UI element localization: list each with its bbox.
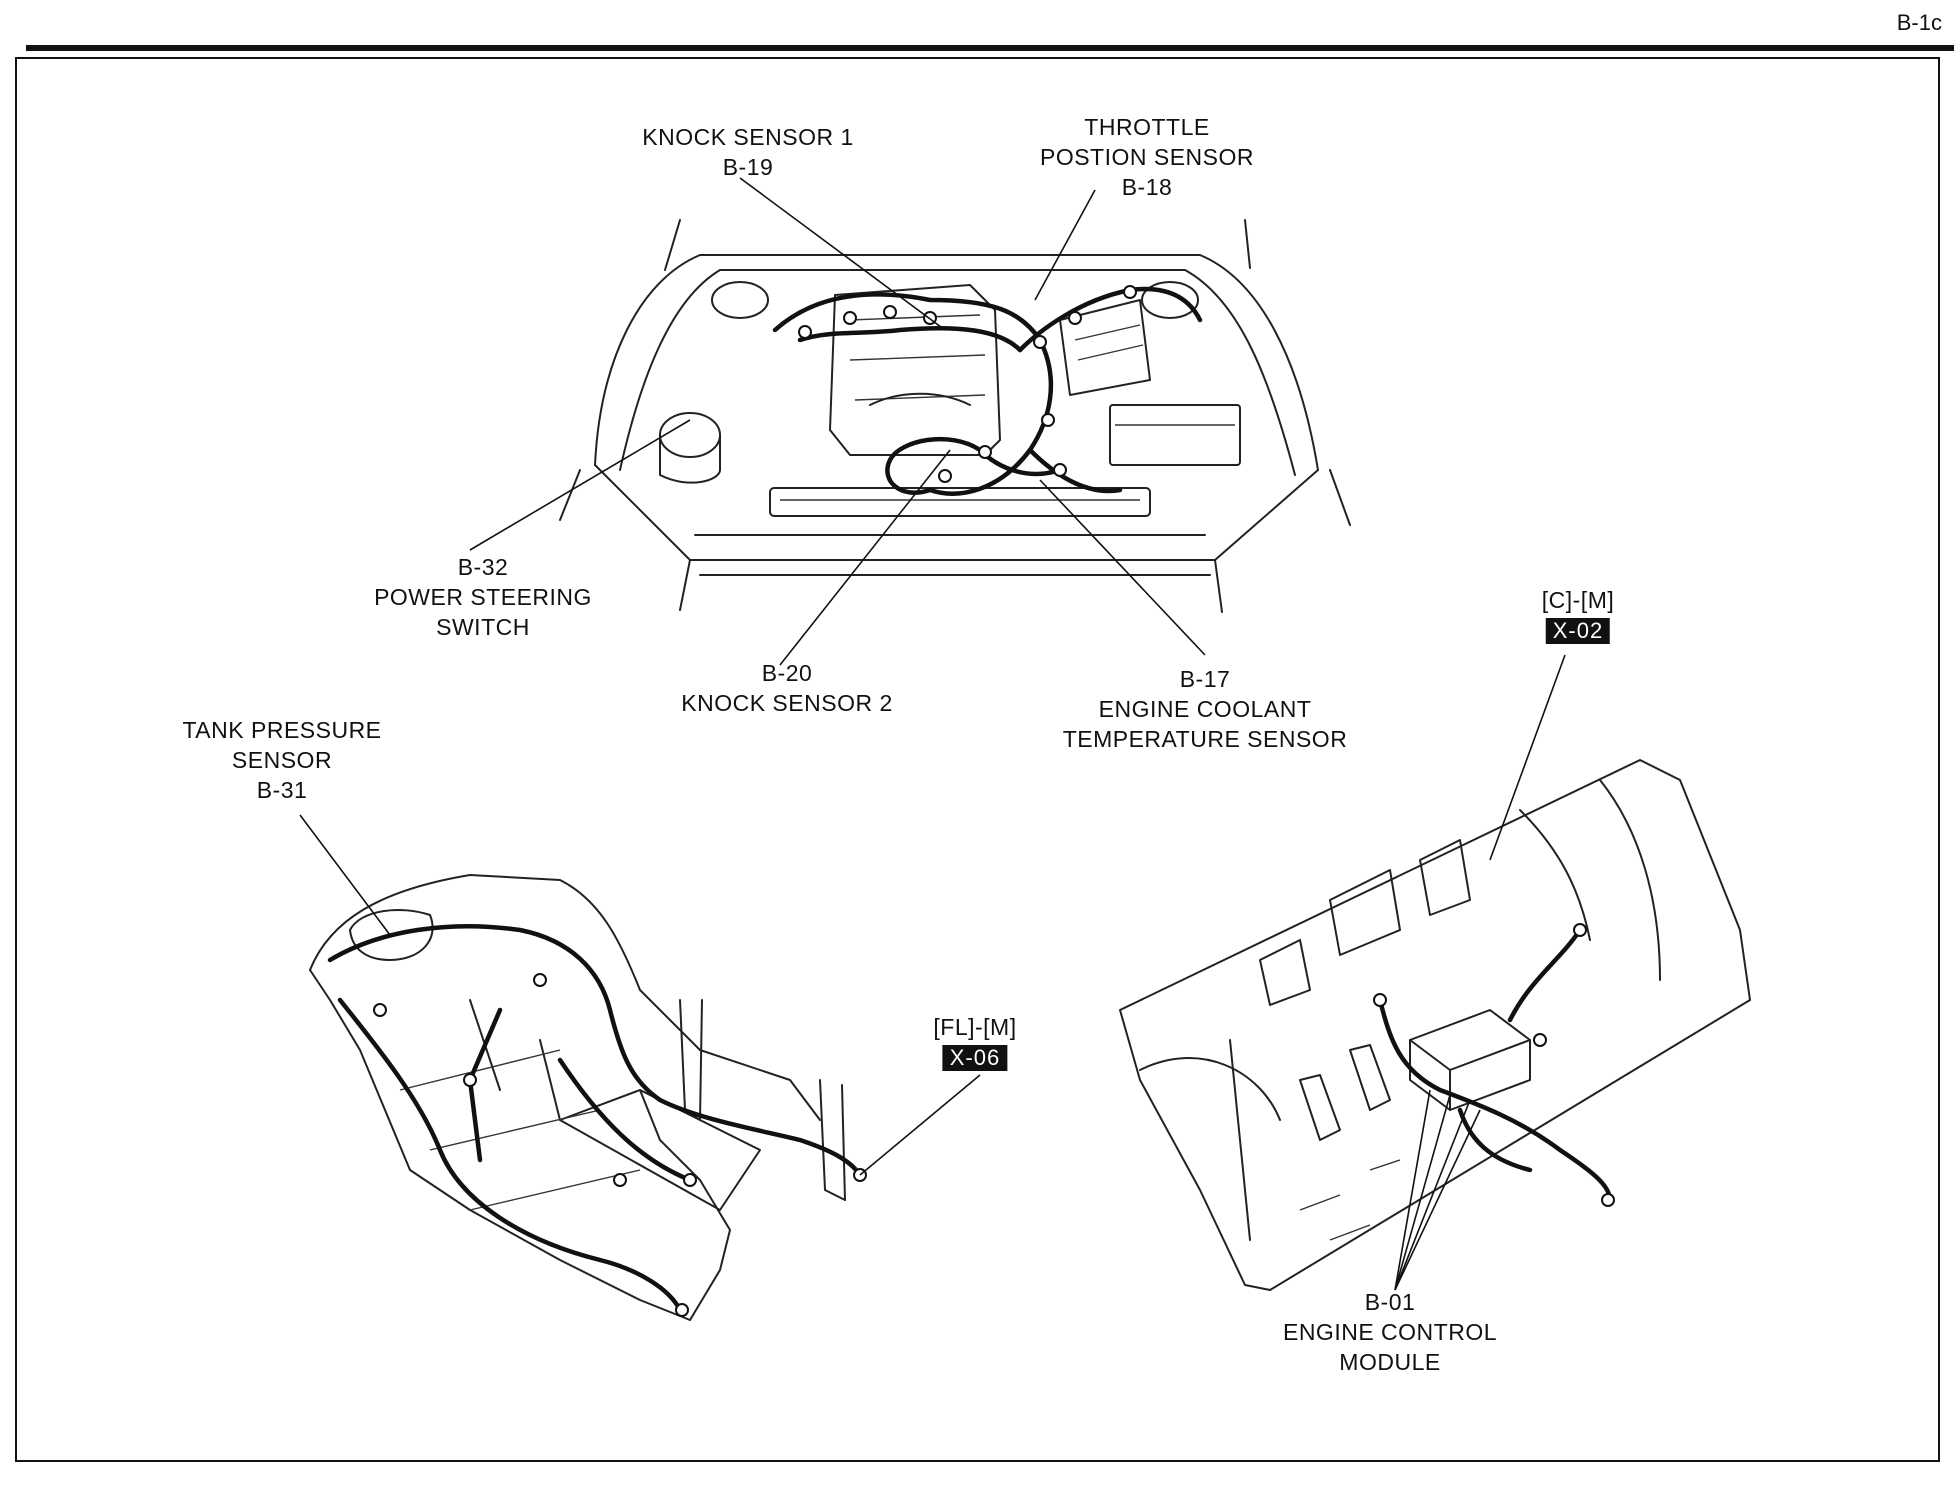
engine-control-module-label: B-01 ENGINE CONTROL MODULE: [1283, 1287, 1497, 1377]
power-steering-switch-line2: SWITCH: [436, 614, 530, 640]
knock-sensor-2-code: B-20: [761, 660, 813, 686]
engine-control-module-line2: MODULE: [1339, 1349, 1441, 1375]
floor-harness-illustration: [309, 874, 867, 1321]
connector-c-m-code: X-02: [1545, 618, 1611, 644]
power-steering-switch-line1: POWER STEERING: [374, 584, 592, 610]
engine-control-module-code: B-01: [1364, 1289, 1416, 1315]
page-id: B-1c: [1896, 10, 1942, 35]
engine-bay-illustration: [559, 219, 1351, 613]
throttle-position-sensor-code: B-18: [1121, 174, 1173, 200]
power-steering-switch-code: B-32: [457, 554, 509, 580]
connector-fl-m-location: [FL]-[M]: [933, 1014, 1017, 1040]
power-steering-switch-label: B-32 POWER STEERING SWITCH: [374, 552, 592, 642]
connector-fl-m-code: X-06: [942, 1045, 1008, 1071]
knock-sensor-2-name: KNOCK SENSOR 2: [681, 690, 893, 716]
tank-pressure-sensor-code: B-31: [256, 777, 308, 803]
knock-sensor-1-code: B-19: [722, 154, 774, 180]
connector-c-m-label: [C]-[M] X-02: [1542, 585, 1615, 645]
engine-control-module-line1: ENGINE CONTROL: [1282, 1319, 1498, 1345]
knock-sensor-1-label: KNOCK SENSOR 1 B-19: [642, 122, 854, 182]
throttle-position-sensor-line2: POSTION SENSOR: [1039, 144, 1255, 170]
throttle-position-sensor-label: THROTTLE POSTION SENSOR B-18: [1040, 112, 1254, 202]
diagram-frame: [15, 57, 1940, 1462]
tank-pressure-sensor-line1: TANK PRESSURE: [182, 717, 382, 743]
engine-coolant-temp-sensor-line2: TEMPERATURE SENSOR: [1062, 726, 1348, 752]
throttle-position-sensor-line1: THROTTLE: [1084, 114, 1210, 140]
engine-coolant-temp-sensor-label: B-17 ENGINE COOLANT TEMPERATURE SENSOR: [1063, 664, 1348, 754]
connector-fl-m-label: [FL]-[M] X-06: [933, 1012, 1016, 1072]
knock-sensor-2-label: B-20 KNOCK SENSOR 2: [681, 658, 893, 718]
connector-c-m-location: [C]-[M]: [1541, 587, 1615, 613]
dash-panel-illustration: [1119, 759, 1751, 1291]
tank-pressure-sensor-label: TANK PRESSURE SENSOR B-31: [182, 715, 381, 805]
header-rule: [26, 45, 1954, 51]
leader-lines: [299, 177, 1566, 1291]
tank-pressure-sensor-line2: SENSOR: [231, 747, 333, 773]
engine-coolant-temp-sensor-line1: ENGINE COOLANT: [1098, 696, 1312, 722]
engine-coolant-temp-sensor-code: B-17: [1179, 666, 1231, 692]
knock-sensor-1-name: KNOCK SENSOR 1: [642, 124, 854, 150]
